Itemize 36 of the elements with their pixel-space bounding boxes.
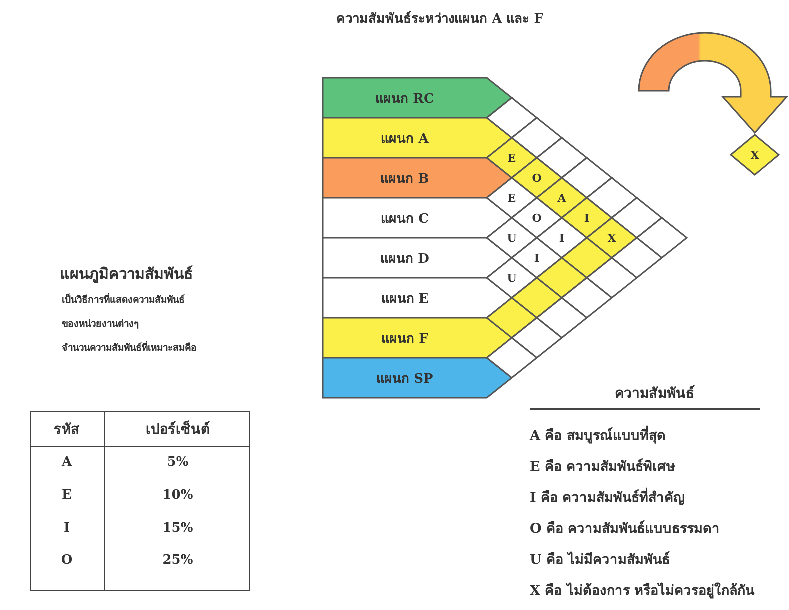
table-cell-text: 10% — [162, 488, 194, 503]
description-text: จำนวนความสัมพันธ์ที่เหมาะสมคือ — [62, 340, 197, 355]
legend-entry: E คือ ความสัมพันธ์พิเศษ — [530, 458, 676, 477]
table-header: รหัส — [53, 421, 81, 440]
table-header: เปอร์เซ็นต์ — [145, 420, 211, 440]
description-text: เป็นวิธีการที่แสดงความสัมพันธ์ — [62, 292, 185, 307]
relation-cell — [587, 178, 637, 218]
table-cell-text: E — [61, 488, 73, 503]
relation-cell — [562, 278, 612, 318]
relation-cell — [487, 338, 537, 378]
description-text: ของหน่วยงานต่างๆ — [62, 318, 139, 331]
legend-entry: A คือ สมบูรณ์แบบที่สุด — [530, 424, 666, 446]
table-cell-text: 5% — [166, 455, 190, 470]
table-cell-text: A — [60, 455, 74, 470]
table-cell-text: I — [62, 521, 72, 536]
diamond-marker: X — [731, 135, 779, 175]
table-cell-text: 15% — [162, 521, 194, 536]
legend-entry: O คือ ความสัมพันธ์แบบธรรมดา — [530, 520, 720, 539]
legend-heading: ความสัมพันธ์ — [614, 384, 696, 404]
chart-title: ความสัมพันธ์ระหว่างแผนก A และ F — [336, 10, 544, 29]
heading: แผนภูมิความสัมพันธ์ — [60, 264, 193, 286]
legend-entry: X คือ ไม่ต้องการ หรือไม่ควรอยู่ใกล้กัน — [530, 582, 755, 601]
legend-entry: I คือ ความสัมพันธ์ที่สำคัญ — [530, 486, 686, 508]
curved-arrow — [638, 32, 788, 134]
relation-cell — [512, 318, 562, 358]
department-box: แผนก RC — [323, 78, 512, 118]
relation-cell — [637, 218, 687, 258]
relation-cell — [537, 258, 587, 298]
relation-cell — [487, 98, 537, 138]
relation-cell — [587, 258, 637, 298]
department-box: แผนก SP — [323, 358, 512, 398]
relation-cell — [537, 298, 587, 338]
table-cell-text: 25% — [162, 553, 194, 568]
legend-entry: U คือ ไม่มีความสัมพันธ์ — [530, 550, 670, 570]
relation-cell — [487, 298, 537, 338]
table-cell-text: O — [60, 553, 74, 568]
